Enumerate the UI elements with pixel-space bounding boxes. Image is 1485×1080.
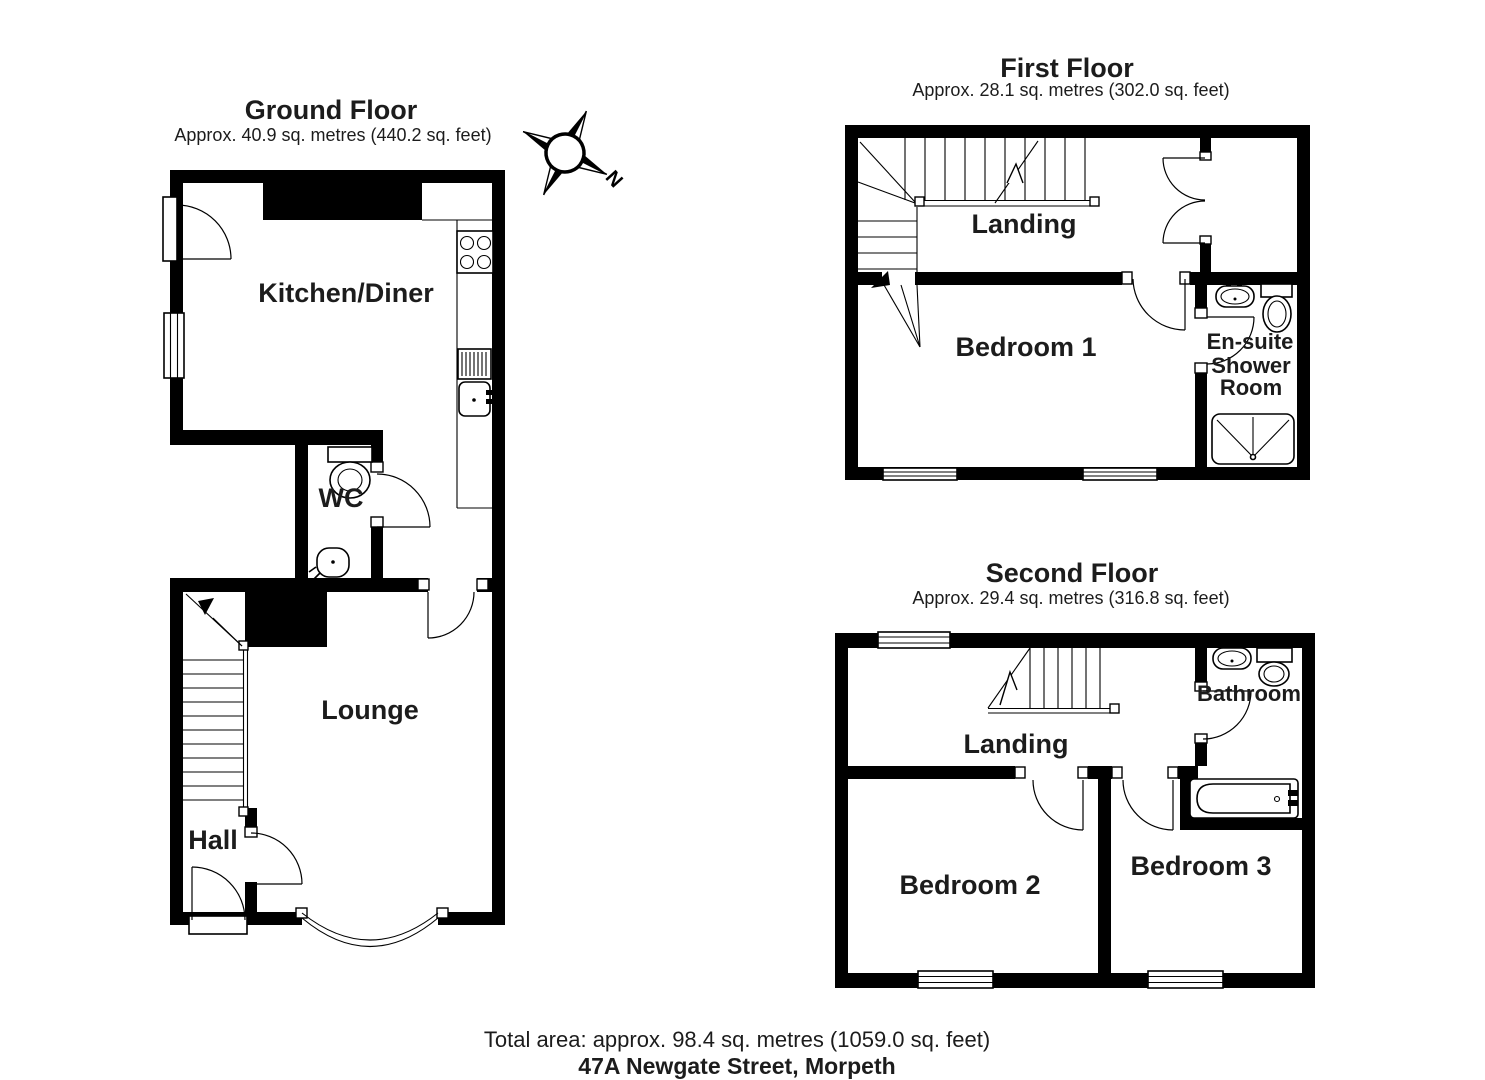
- wash-basin-icon: [1212, 643, 1252, 670]
- wc-door-icon: [376, 473, 431, 528]
- hall-lounge-door-icon: [250, 832, 303, 885]
- first-floor-title: First Floor: [1000, 53, 1134, 83]
- footer: Total area: approx. 98.4 sq. metres (105…: [484, 1027, 990, 1079]
- second-floor-subtitle: Approx. 29.4 sq. metres (316.8 sq. feet): [912, 588, 1229, 608]
- compass-north-label: N: [601, 167, 627, 192]
- wash-basin-icon: [1215, 280, 1255, 308]
- room-label-bedroom3: Bedroom 3: [1130, 851, 1271, 881]
- ground-floor-walls: [170, 170, 505, 925]
- room-label-wc: WC: [319, 483, 364, 513]
- window-icon: [163, 312, 185, 379]
- hand-basin-icon: [308, 547, 350, 580]
- first-floor-walls: [845, 125, 1310, 480]
- window-icon: [882, 467, 958, 481]
- ground-floor-subtitle: Approx. 40.9 sq. metres (440.2 sq. feet): [174, 125, 491, 145]
- room-label-landing-first: Landing: [972, 209, 1077, 239]
- address-text: 47A Newgate Street, Morpeth: [578, 1053, 895, 1079]
- bedroom3-door-icon: [1122, 779, 1174, 831]
- window-icon: [1147, 970, 1224, 989]
- ensuite-door-icon: [1206, 316, 1255, 365]
- room-label-bedroom2: Bedroom 2: [899, 870, 1040, 900]
- hob-icon: [456, 230, 494, 274]
- window-icon: [877, 631, 951, 649]
- room-label-ensuite-line2: Shower: [1211, 353, 1291, 378]
- bedroom1-door-icon: [1132, 278, 1186, 331]
- ground-floor-title: Ground Floor: [245, 95, 418, 125]
- stairs-icon: [183, 593, 249, 817]
- toilet-icon: [1256, 647, 1293, 687]
- cupboard-double-doors-icon: [1162, 157, 1206, 244]
- first-floor-subtitle: Approx. 28.1 sq. metres (302.0 sq. feet): [912, 80, 1229, 100]
- second-floor-walls: [835, 633, 1315, 988]
- total-area-text: Total area: approx. 98.4 sq. metres (105…: [484, 1027, 990, 1052]
- room-label-hall: Hall: [188, 825, 238, 855]
- room-label-ensuite-line3: Room: [1220, 375, 1282, 400]
- room-label-landing-second: Landing: [964, 729, 1069, 759]
- bedroom2-door-icon: [1032, 779, 1084, 831]
- second-floor-title: Second Floor: [986, 558, 1159, 588]
- window-icon: [917, 970, 994, 989]
- toilet-icon: [1260, 283, 1293, 333]
- side-door-icon: [162, 196, 232, 262]
- room-label-lounge: Lounge: [321, 695, 418, 725]
- bath-icon: [1189, 778, 1299, 819]
- compass-icon: N: [522, 110, 627, 196]
- bathroom-door-icon: [1202, 690, 1252, 740]
- stairs-icon: [857, 138, 1100, 348]
- bay-window-icon: [301, 912, 439, 947]
- toilet-icon: [327, 446, 373, 499]
- kitchen-lounge-door-icon: [427, 591, 475, 639]
- window-icon: [1082, 467, 1158, 481]
- room-label-bedroom1: Bedroom 1: [955, 332, 1096, 362]
- first-floor-plan: First Floor Approx. 28.1 sq. metres (302…: [845, 53, 1310, 481]
- room-label-bathroom: Bathroom: [1197, 681, 1301, 706]
- shower-icon: [1211, 413, 1295, 465]
- stairs-icon: [987, 647, 1120, 714]
- kitchen-sink-icon: [457, 348, 495, 417]
- ground-floor-plan: Ground Floor Approx. 40.9 sq. metres (44…: [162, 95, 505, 947]
- room-label-ensuite-line1: En-suite: [1207, 329, 1294, 354]
- entrance-door-icon: [188, 866, 248, 935]
- room-label-kitchen: Kitchen/Diner: [258, 278, 434, 308]
- second-floor-plan: Second Floor Approx. 29.4 sq. metres (31…: [835, 558, 1315, 989]
